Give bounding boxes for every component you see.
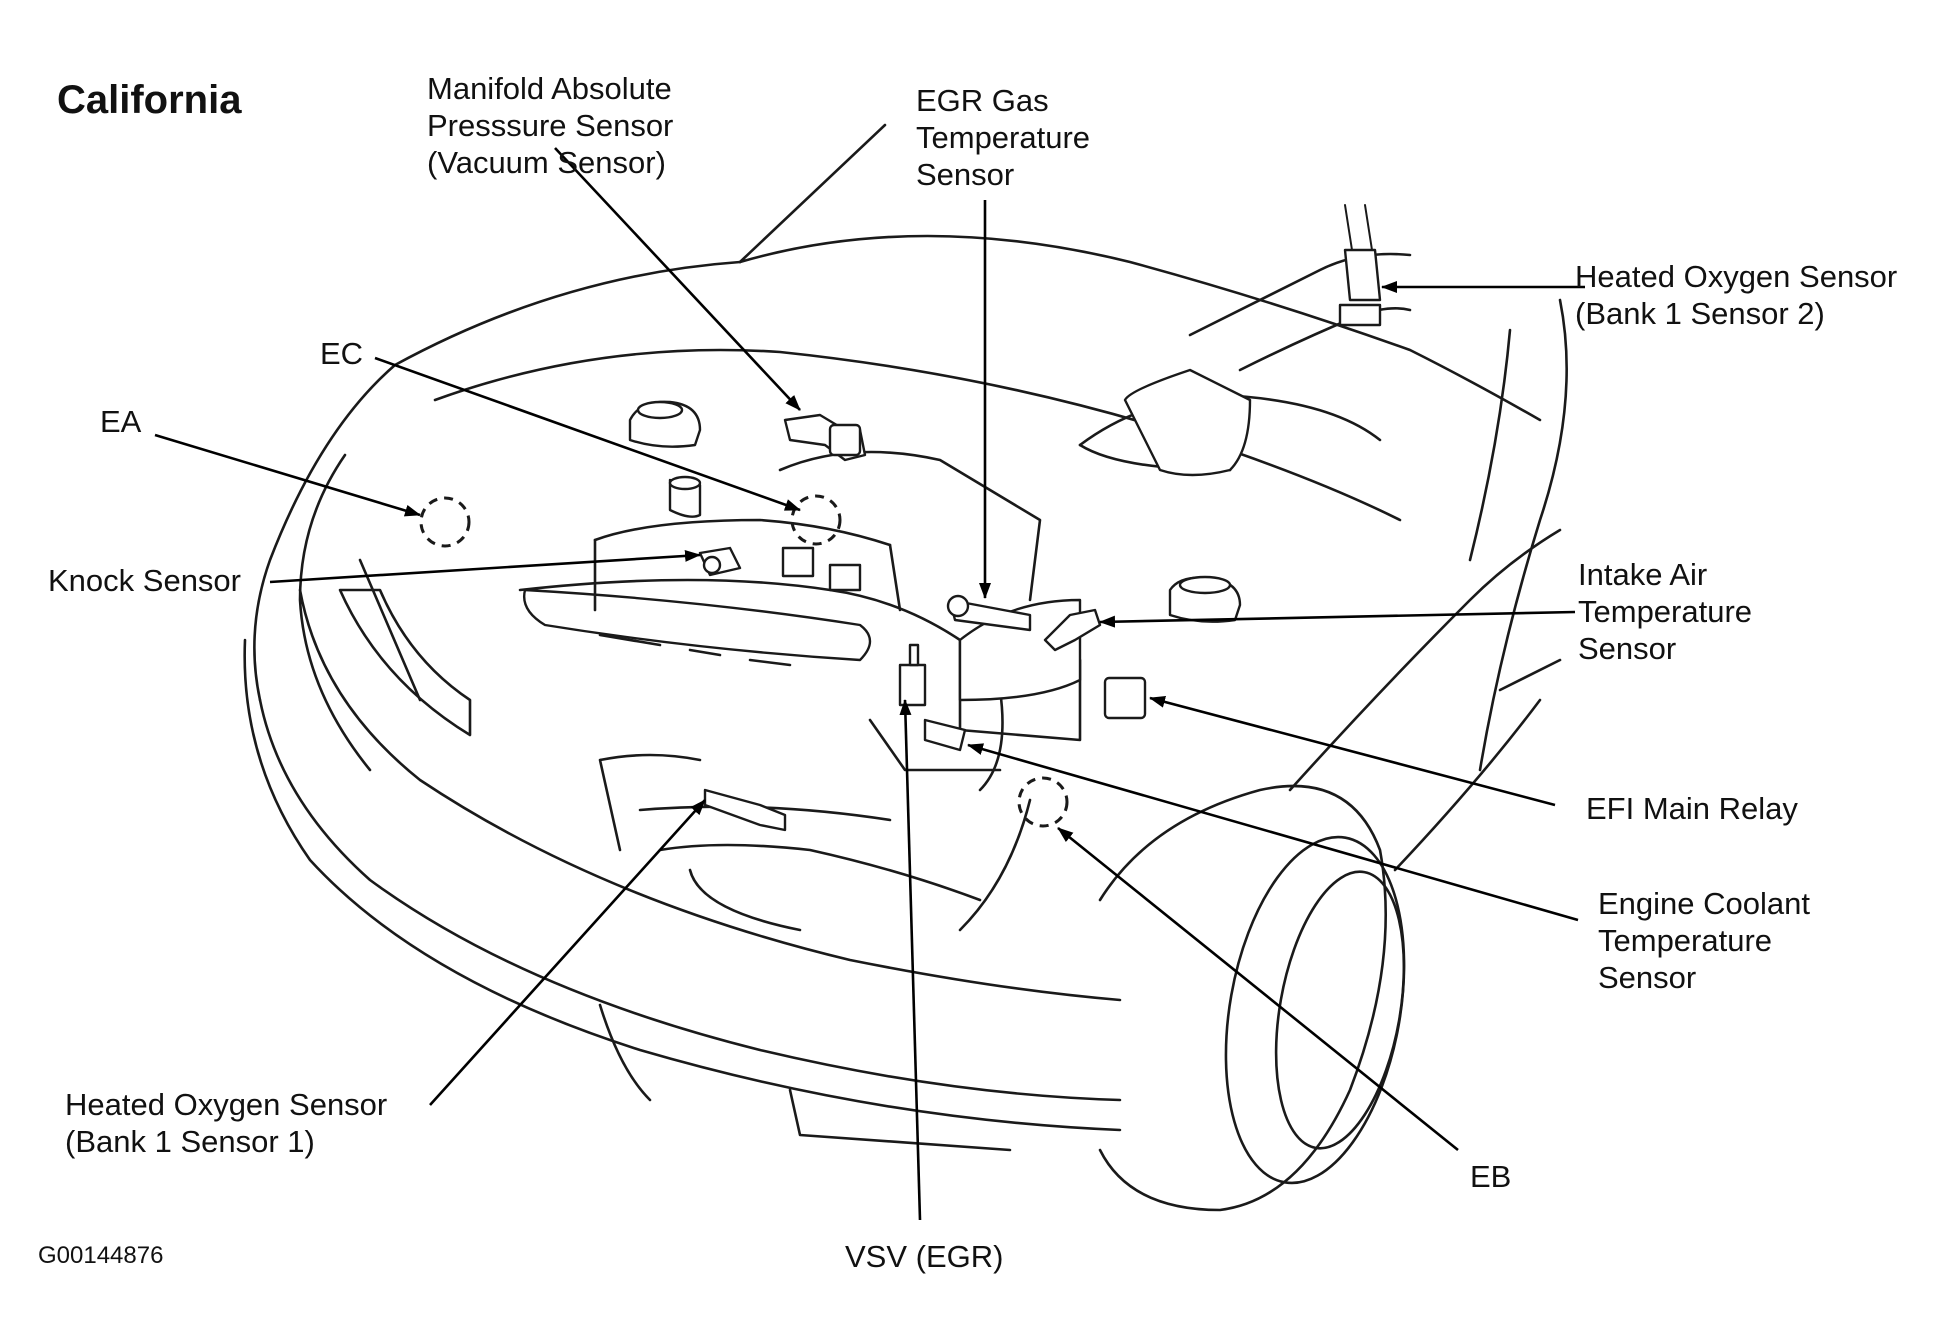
intake-air-temp-sensor-label: Intake Air Temperature Sensor <box>1578 557 1753 666</box>
leader-lines <box>154 147 1585 1221</box>
efi-main-relay-component <box>1103 676 1147 720</box>
knock-sensor-label: Knock Sensor <box>48 563 241 598</box>
efi-main-relay-label: EFI Main Relay <box>1586 791 1798 826</box>
vsv-egr-component <box>898 643 927 707</box>
ho2s-bank1-sensor1-component <box>703 788 787 832</box>
map-sensor-component <box>783 413 867 462</box>
ea-connector-circle <box>419 496 471 548</box>
eb-connector-circle <box>1017 776 1069 828</box>
ho2s-bank1-sensor1-label: Heated Oxygen Sensor (Bank 1 Sensor 1) <box>65 1087 388 1159</box>
egr-gas-temp-sensor-component <box>946 594 1032 632</box>
ec-label: EC <box>320 336 364 371</box>
map-sensor-label: Manifold Absolute Presssure Sensor (Vacu… <box>427 71 674 180</box>
figure-code: G00144876 <box>38 1242 164 1269</box>
ec-connector-circle <box>790 494 842 546</box>
eb-label: EB <box>1470 1159 1512 1194</box>
egr-gas-temp-sensor-label: EGR Gas Temperature Sensor <box>916 83 1091 192</box>
engine-coolant-temp-sensor-label: Engine Coolant Temperature Sensor <box>1598 886 1810 995</box>
ho2s-bank1-sensor2-label: Heated Oxygen Sensor (Bank 1 Sensor 2) <box>1575 259 1898 331</box>
diagram-title: California <box>57 78 242 122</box>
coolant-temp-sensor-component <box>923 718 967 752</box>
knock-sensor-component <box>698 546 742 577</box>
vehicle-body-drawing <box>243 123 1568 1212</box>
ea-label: EA <box>100 404 142 439</box>
vsv-egr-label: VSV (EGR) <box>845 1239 1004 1274</box>
ho2s-bank1-sensor2-component <box>1338 204 1382 327</box>
